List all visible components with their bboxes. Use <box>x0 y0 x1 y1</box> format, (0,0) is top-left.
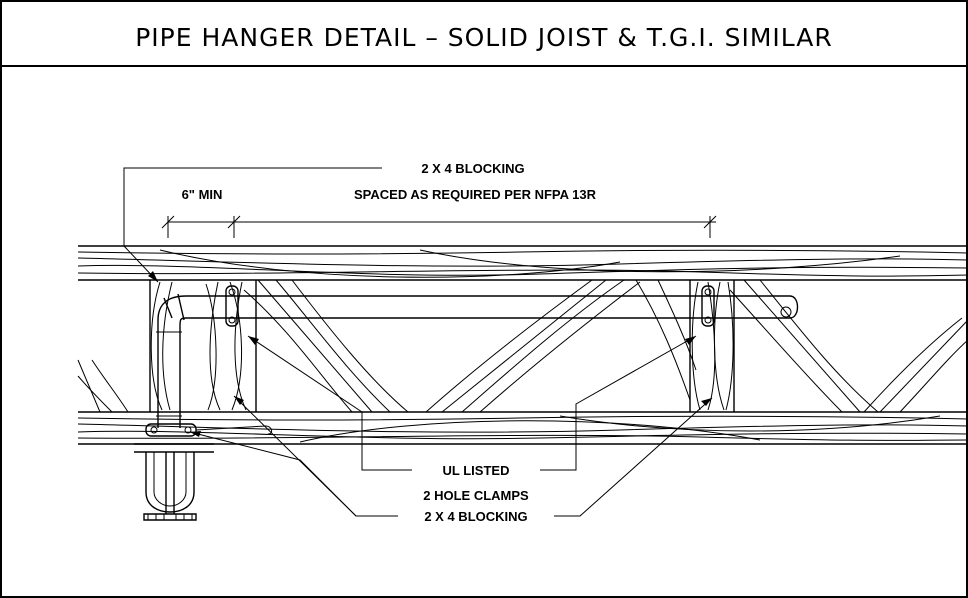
web-members <box>77 279 968 413</box>
label-2-hole-clamps: 2 HOLE CLAMPS <box>423 488 529 503</box>
label-blocking-bottom: 2 X 4 BLOCKING <box>424 509 527 524</box>
sprinkler-head <box>134 443 214 521</box>
blocking-left <box>149 280 257 412</box>
label-ul-listed: UL LISTED <box>443 463 510 478</box>
leader-bottom-blocking <box>189 395 713 517</box>
dimension-lines <box>161 215 717 238</box>
sprinkler-pipe <box>156 293 799 428</box>
pipe-clamp-left <box>225 285 239 327</box>
leader-clamps <box>247 335 697 471</box>
label-blocking-top-line1: 2 X 4 BLOCKING <box>421 161 524 176</box>
top-chord <box>77 245 968 281</box>
drawing-title: PIPE HANGER DETAIL – SOLID JOIST & T.G.I… <box>135 23 833 52</box>
pipe-clamp-drop <box>145 423 273 437</box>
label-min-spacing: 6" MIN <box>182 187 223 202</box>
bottom-chord <box>77 411 968 445</box>
blocking-right <box>689 280 735 412</box>
label-blocking-top-line2: SPACED AS REQUIRED PER NFPA 13R <box>354 187 597 202</box>
leader-top-blocking <box>123 167 382 283</box>
pipe-clamp-right <box>701 285 715 327</box>
